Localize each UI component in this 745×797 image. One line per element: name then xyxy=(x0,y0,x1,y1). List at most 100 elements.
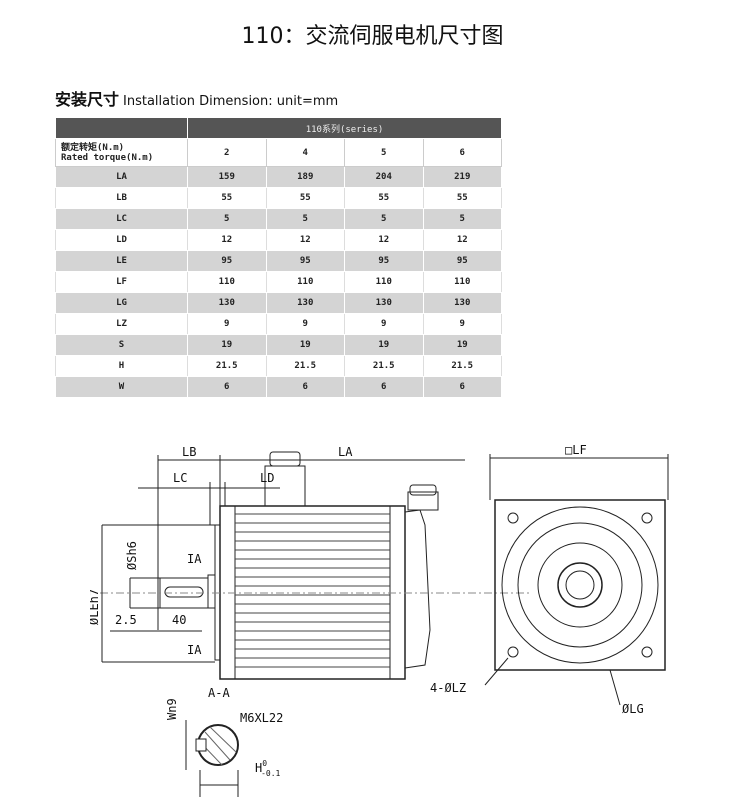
dim-40: 40 xyxy=(172,613,186,627)
dim-2-5: 2.5 xyxy=(115,613,137,627)
dim-la: LA xyxy=(338,445,353,459)
row-label: LA xyxy=(55,166,188,188)
torque-label: 额定转矩(N.m)Rated torque(N.m) xyxy=(55,138,188,167)
cell-value: 110 xyxy=(422,271,502,293)
cell-value: 130 xyxy=(344,292,424,314)
dim-ld: LD xyxy=(260,471,274,485)
heading-en: Installation Dimension: unit=mm xyxy=(123,94,339,109)
cell-value: 21.5 xyxy=(344,355,424,377)
dim-lg: ØLG xyxy=(622,702,644,716)
cell-value: 110 xyxy=(187,271,267,293)
series-header-row: 110系列(series) xyxy=(55,117,502,139)
cell-value: 12 xyxy=(344,229,424,251)
page-title: 110：交流伺服电机尺寸图 xyxy=(241,24,504,49)
cell-value: 95 xyxy=(187,250,267,272)
cell-value: 12 xyxy=(265,229,345,251)
dim-wn9: Wn9 xyxy=(165,698,179,720)
row-label: LG xyxy=(55,292,188,314)
dim-m6: M6XL22 xyxy=(240,711,283,725)
row-label: LZ xyxy=(55,313,188,335)
cell-value: 6 xyxy=(187,376,267,398)
cell-value: 55 xyxy=(344,187,424,209)
cell-value: 19 xyxy=(422,334,502,356)
dim-leh7: ØLEh7 xyxy=(90,589,101,625)
cell-value: 5 xyxy=(187,208,267,230)
cell-value: 9 xyxy=(344,313,424,335)
torque-value: 2 xyxy=(187,138,267,167)
cell-value: 55 xyxy=(265,187,345,209)
cell-value: 130 xyxy=(265,292,345,314)
section-label: A-A xyxy=(208,686,230,700)
motor-dimension-drawing: LB LA LC LD IA IA 2.5 40 ØSh6 ØLEh7 □LF … xyxy=(90,443,669,797)
cell-value: 9 xyxy=(422,313,502,335)
dim-lb: LB xyxy=(182,445,196,459)
dim-h: H0-0.1 xyxy=(255,759,281,778)
section-mark-bottom: IA xyxy=(187,643,202,657)
cell-value: 5 xyxy=(265,208,345,230)
motor-front-view xyxy=(484,454,669,706)
cell-value: 55 xyxy=(187,187,267,209)
motor-side-view xyxy=(100,451,530,680)
cell-value: 159 xyxy=(187,166,267,188)
cell-value: 110 xyxy=(265,271,345,293)
torque-value: 5 xyxy=(344,138,424,167)
cell-value: 95 xyxy=(344,250,424,272)
cell-value: 55 xyxy=(422,187,502,209)
dim-sh6: ØSh6 xyxy=(125,541,139,570)
dim-lz: 4-ØLZ xyxy=(430,681,466,695)
cell-value: 21.5 xyxy=(265,355,345,377)
cell-value: 110 xyxy=(344,271,424,293)
cell-value: 130 xyxy=(422,292,502,314)
row-label: H xyxy=(55,355,188,377)
section-mark-top: IA xyxy=(187,552,202,566)
cell-value: 219 xyxy=(422,166,502,188)
cell-value: 6 xyxy=(265,376,345,398)
row-label: LC xyxy=(55,208,188,230)
cell-value: 9 xyxy=(265,313,345,335)
cell-value: 204 xyxy=(344,166,424,188)
cell-value: 12 xyxy=(422,229,502,251)
torque-value: 4 xyxy=(265,138,345,167)
cell-value: 21.5 xyxy=(187,355,267,377)
series-header: 110系列(series) xyxy=(187,117,502,139)
row-label: W xyxy=(55,376,188,398)
cell-value: 6 xyxy=(344,376,424,398)
cell-value: 19 xyxy=(265,334,345,356)
row-label: LD xyxy=(55,229,188,251)
cell-value: 5 xyxy=(344,208,424,230)
cell-value: 19 xyxy=(187,334,267,356)
cell-value: 9 xyxy=(187,313,267,335)
cell-value: 21.5 xyxy=(422,355,502,377)
dim-lc: LC xyxy=(173,471,187,485)
heading-cn: 安装尺寸 xyxy=(55,90,120,109)
torque-value: 6 xyxy=(422,138,502,167)
row-label: LF xyxy=(55,271,188,293)
row-label: LB xyxy=(55,187,188,209)
cell-value: 130 xyxy=(187,292,267,314)
cell-value: 189 xyxy=(265,166,345,188)
cell-value: 12 xyxy=(187,229,267,251)
cell-value: 6 xyxy=(422,376,502,398)
cell-value: 95 xyxy=(265,250,345,272)
dim-lf: □LF xyxy=(565,443,587,457)
shaft-section-view xyxy=(185,720,239,797)
row-label: S xyxy=(55,334,188,356)
row-label: LE xyxy=(55,250,188,272)
cell-value: 5 xyxy=(422,208,502,230)
dimension-table: 110系列(series) 额定转矩(N.m)Rated torque(N.m)… xyxy=(55,117,502,398)
cell-value: 95 xyxy=(422,250,502,272)
cell-value: 19 xyxy=(344,334,424,356)
